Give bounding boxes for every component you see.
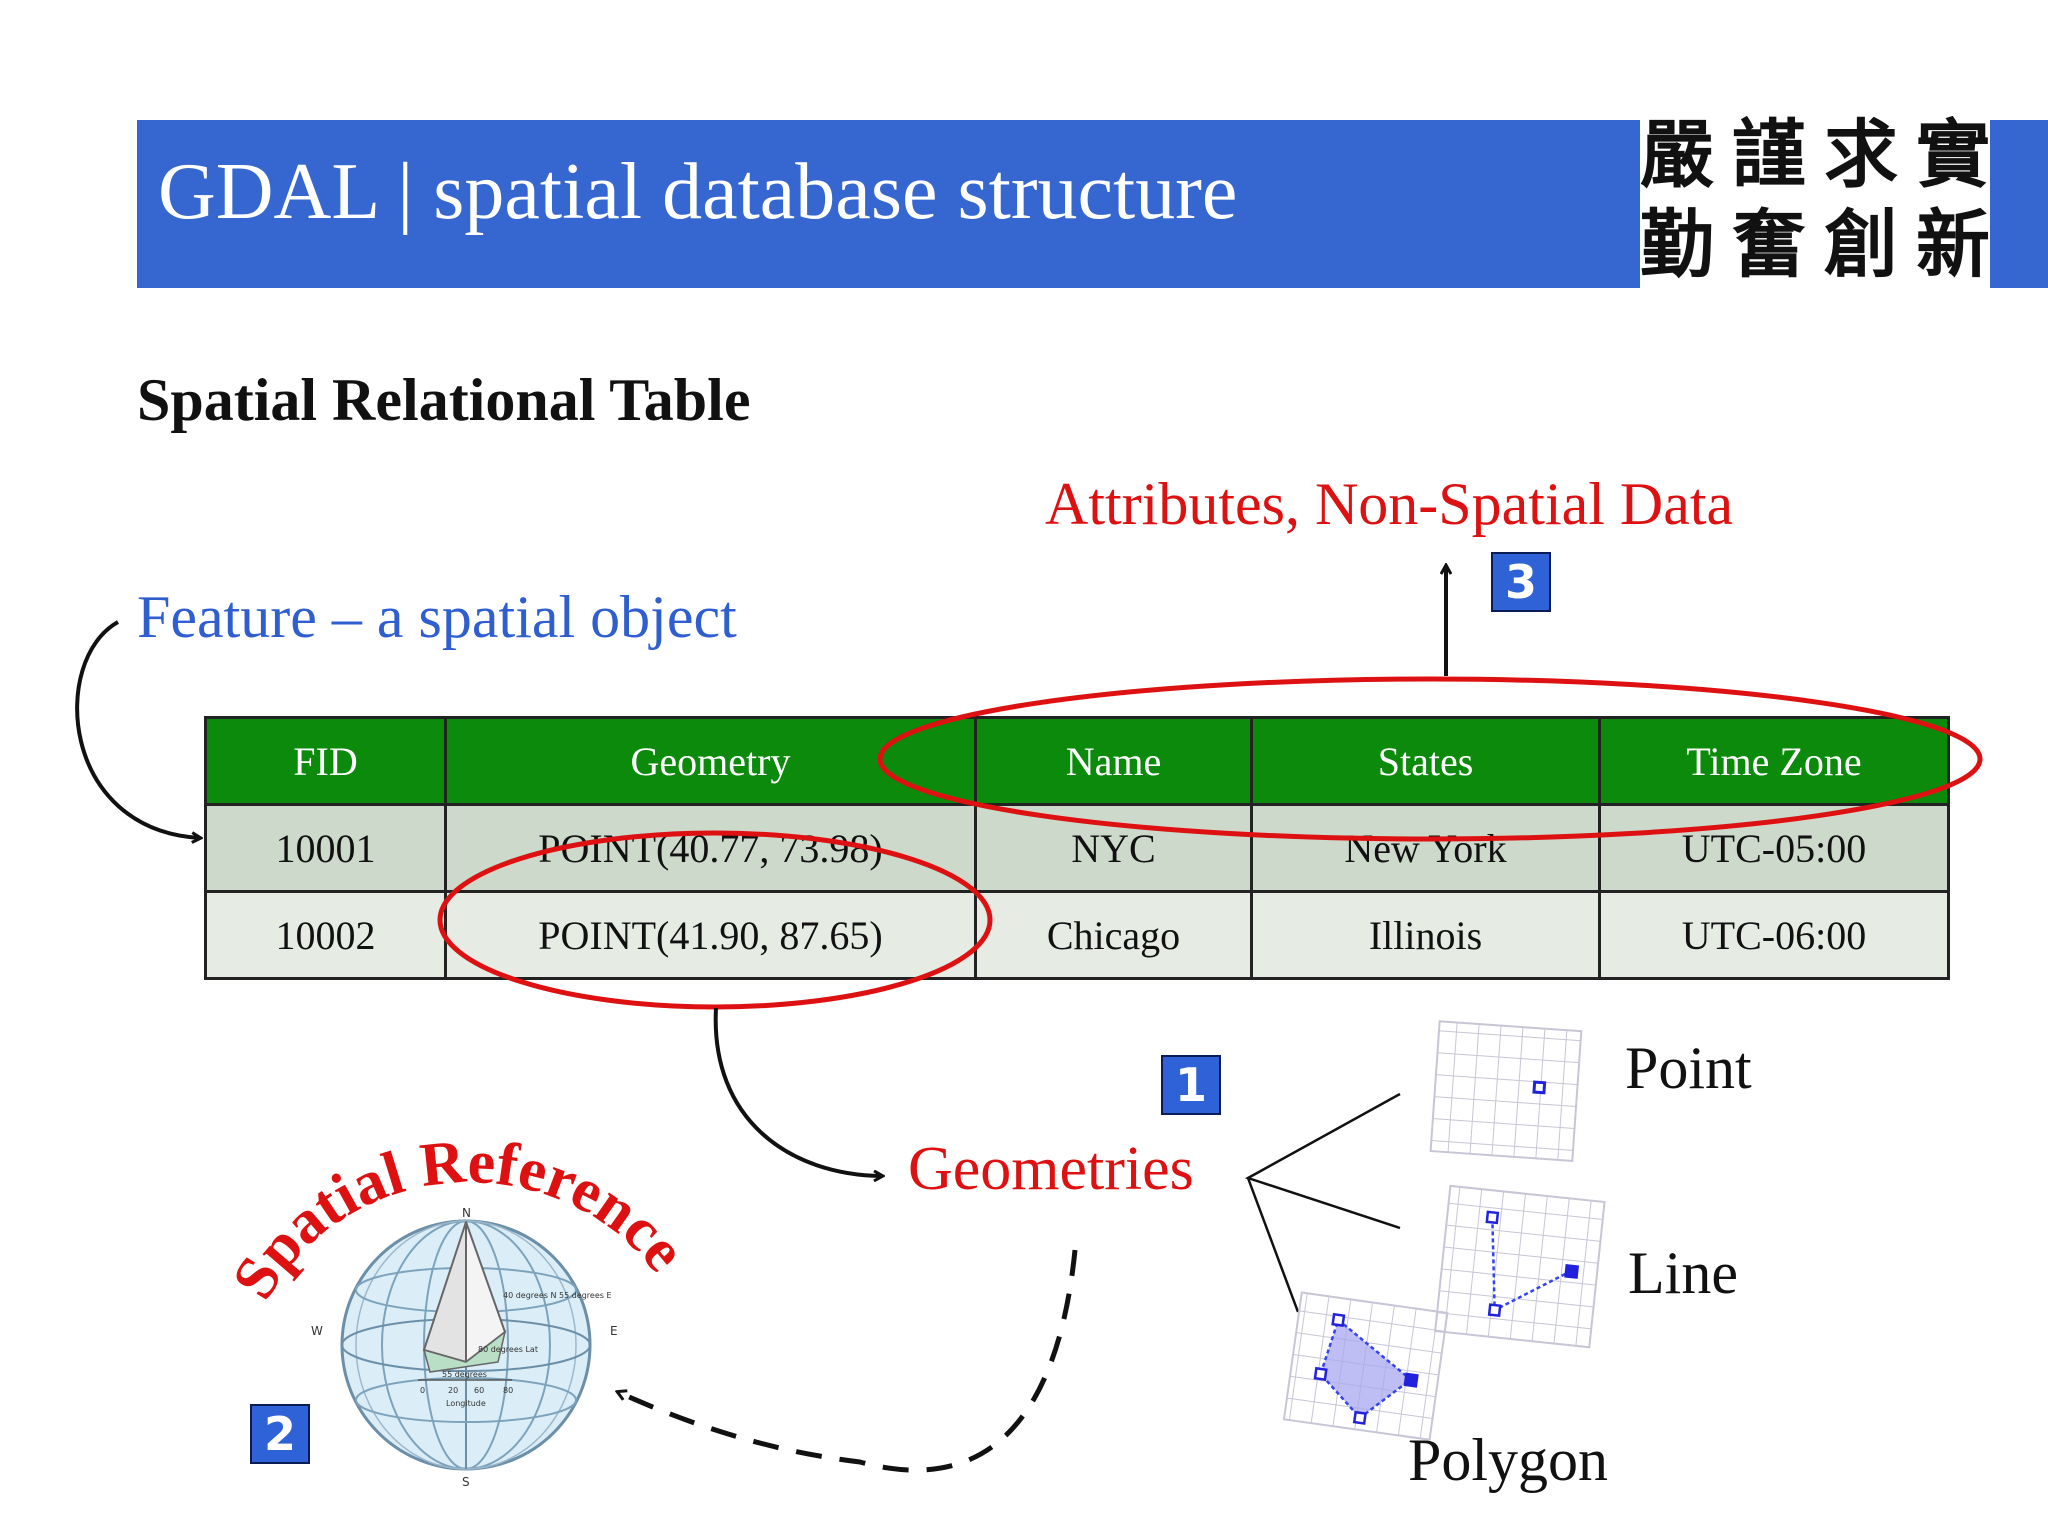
globe-lon-tick: 20 [448, 1386, 458, 1395]
calligraphy-row-top: 嚴 謹 求 實 [1640, 110, 1990, 200]
column-header-states: States [1250, 716, 1601, 806]
spatial-reference-arrow [618, 1249, 1078, 1473]
column-header-time-zone: Time Zone [1598, 716, 1950, 806]
line-geometry-illustration [1434, 1184, 1606, 1349]
globe-west-label: W [311, 1324, 323, 1338]
polygon-label: Polygon [1408, 1427, 1609, 1493]
globe-lon-tick: 0 [420, 1386, 425, 1395]
step-badge-3: 3 [1491, 552, 1551, 612]
feature-arrow [75, 620, 200, 838]
spatial-relational-table: FID Geometry Name States Time Zone 10001… [204, 716, 1950, 980]
cell-fid: 10001 [204, 803, 447, 893]
table-row: 10001 POINT(40.77, 73.98) NYC New York U… [204, 803, 1950, 893]
globe-coord-note: 40 degrees N 55 degrees E [503, 1291, 612, 1300]
point-label: Point [1625, 1035, 1752, 1101]
globe-illustration [340, 1219, 592, 1471]
step-badge-1: 1 [1161, 1055, 1221, 1115]
globe-east-label: E [610, 1324, 618, 1338]
cell-name: Chicago [974, 890, 1253, 980]
calligraphy-char: 奮 [1732, 202, 1806, 288]
geometry-arrow [713, 1007, 882, 1176]
globe-lon-tick: 80 [503, 1386, 513, 1395]
calligraphy-char: 嚴 [1640, 112, 1714, 198]
title-bar-edge [1990, 120, 2048, 288]
branch-lines [1244, 1092, 1401, 1313]
globe-lon-tick: 60 [474, 1386, 484, 1395]
column-header-name: Name [974, 716, 1253, 806]
feature-label: Feature – a spatial object [137, 584, 737, 650]
geometries-label: Geometries [908, 1135, 1194, 1203]
calligraphy-char: 創 [1824, 202, 1898, 288]
cell-states: New York [1250, 803, 1601, 893]
globe-south-label: S [462, 1475, 470, 1489]
calligraphy-motto: 嚴 謹 求 實 勤 奮 創 新 [1640, 110, 1990, 310]
cell-geometry: POINT(40.77, 73.98) [444, 803, 977, 893]
cell-states: Illinois [1250, 890, 1601, 980]
globe-lon-note: 55 degrees [442, 1370, 487, 1379]
calligraphy-char: 求 [1824, 112, 1898, 198]
calligraphy-char: 謹 [1732, 112, 1806, 198]
point-geometry-illustration [1429, 1020, 1583, 1162]
globe-labels: N S W E 40 degrees N 55 degrees E 80 deg… [311, 1206, 618, 1489]
attributes-label: Attributes, Non-Spatial Data [1045, 471, 1734, 537]
column-header-fid: FID [204, 716, 447, 806]
calligraphy-char: 實 [1916, 112, 1990, 198]
globe-lon-axis: Longitude [446, 1399, 486, 1408]
cell-time-zone: UTC-05:00 [1598, 803, 1950, 893]
calligraphy-row-bottom: 勤 奮 創 新 [1640, 200, 1990, 290]
polygon-geometry-illustration [1282, 1291, 1449, 1441]
table-row: 10002 POINT(41.90, 87.65) Chicago Illino… [204, 890, 1950, 980]
cell-name: NYC [974, 803, 1253, 893]
column-header-geometry: Geometry [444, 716, 977, 806]
step-badge-2: 2 [250, 1404, 310, 1464]
calligraphy-char: 新 [1916, 202, 1990, 288]
cell-fid: 10002 [204, 890, 447, 980]
table-header-row: FID Geometry Name States Time Zone [204, 716, 1950, 806]
cell-geometry: POINT(41.90, 87.65) [444, 890, 977, 980]
spatial-reference-label: Spatial Reference [219, 1127, 698, 1310]
line-label: Line [1628, 1240, 1738, 1306]
globe-north-label: N [462, 1206, 471, 1220]
section-heading: Spatial Relational Table [137, 367, 751, 433]
slide-title: GDAL | spatial database structure [158, 148, 1238, 236]
globe-lat-note: 80 degrees Lat [478, 1345, 538, 1354]
calligraphy-char: 勤 [1640, 202, 1714, 288]
title-bar [137, 120, 1640, 288]
cell-time-zone: UTC-06:00 [1598, 890, 1950, 980]
